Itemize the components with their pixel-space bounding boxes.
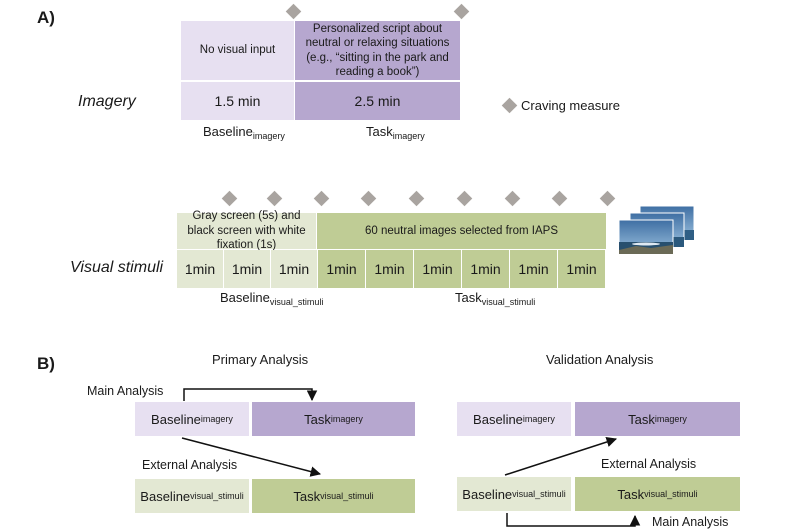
validation-external-analysis-label: External Analysis [601,457,697,471]
validation-analysis-title: Validation Analysis [546,352,654,367]
landscape-images-icon [618,205,695,255]
duration-cell: 1min [271,250,317,288]
imagery-task-duration: 2.5 min [295,82,460,120]
task-visual-label: Taskvisual_stimuli [455,290,536,307]
validation-main-analysis-label: Main Analysis [652,515,729,529]
imagery-row-label: Imagery [78,93,136,110]
imagery-task-description: Personalized script about neutral or rel… [295,21,460,80]
primary-external-analysis-label: External Analysis [142,458,238,472]
task-imagery-label: Taskimagery [366,124,425,141]
panel-b-label: B) [37,354,55,373]
visual-baseline-description: Gray screen (5s) and black screen with w… [177,210,316,251]
visual-task-description: 60 neutral images selected from IAPS [317,213,606,249]
duration-cell: 1min [462,250,509,288]
validation-external-arrow [504,436,617,476]
duration-cell: 1min [510,250,557,288]
duration-cell: 1min [558,250,605,288]
duration-cell: 1min [366,250,413,288]
imagery-baseline-description: No visual input [181,21,294,80]
panel-a-label: A) [37,8,55,27]
validation-main-arrow [506,513,641,527]
baseline-imagery-label: Baselineimagery [203,124,285,141]
imagery-baseline-duration: 1.5 min [181,82,294,120]
baseline-visual-label: Baselinevisual_stimuli [220,290,324,307]
primary-main-analysis-label: Main Analysis [87,384,164,398]
legend-label: Craving measure [521,98,620,113]
primary-external-arrow [181,437,322,477]
duration-cell: 1min [224,250,270,288]
duration-cell: 1min [318,250,365,288]
primary-analysis-title: Primary Analysis [212,352,309,367]
primary-main-arrow [183,388,318,402]
duration-cell: 1min [177,250,223,288]
duration-cell: 1min [414,250,461,288]
visual-row-label: Visual stimuli [70,259,164,276]
